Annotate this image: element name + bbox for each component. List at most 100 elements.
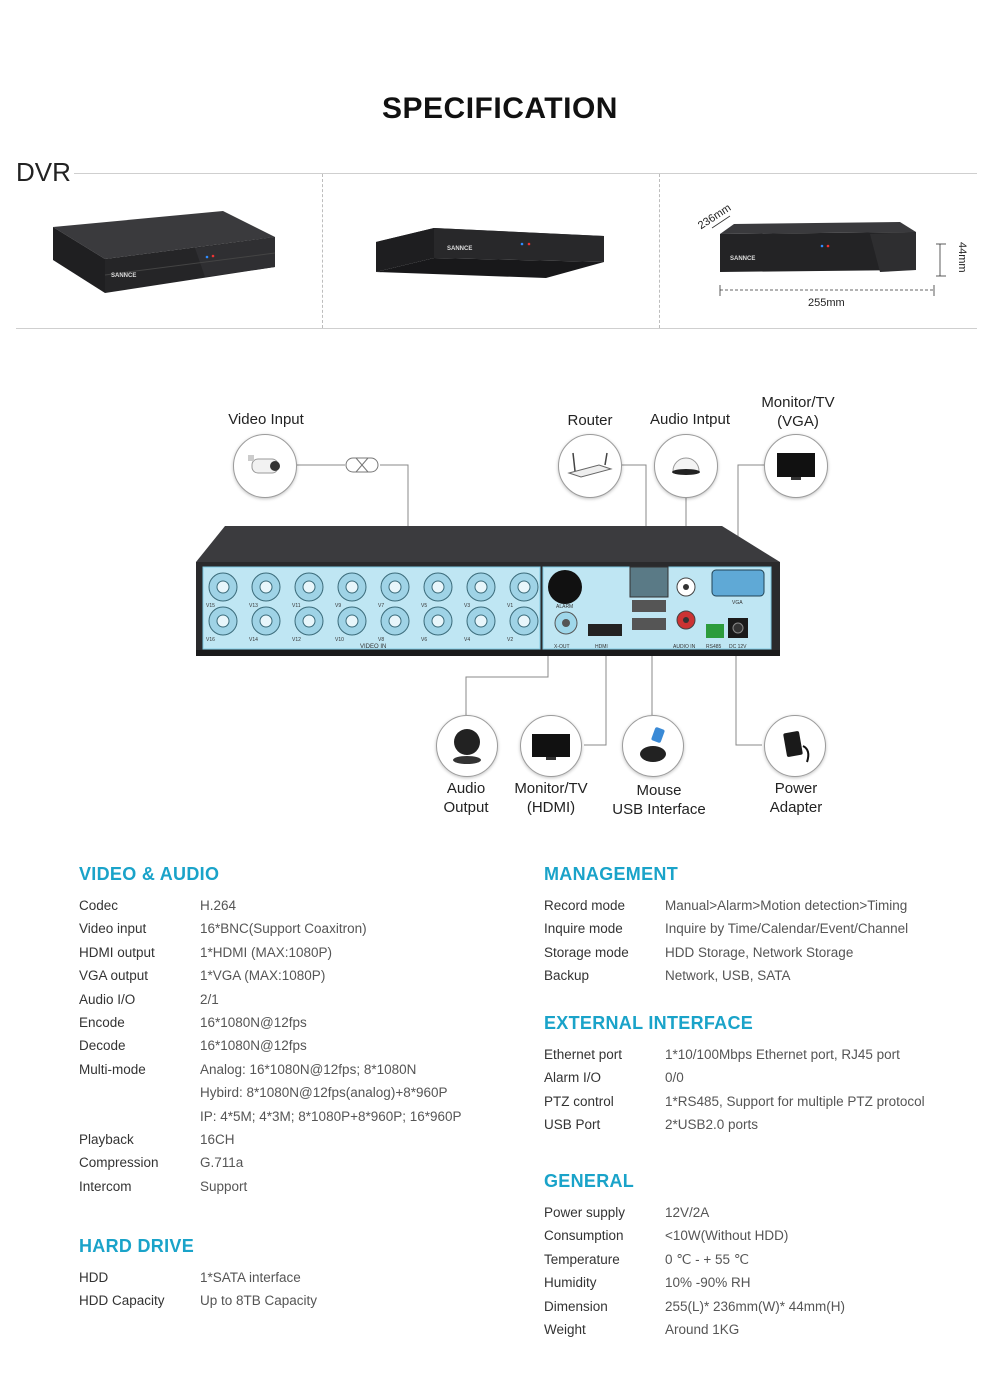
spec-key: Codec [79, 898, 119, 913]
spec-row: Consumption <10W(Without HDD) [544, 1224, 984, 1247]
spec-row: Intercom Support [79, 1175, 499, 1198]
external-interface-title: EXTERNAL INTERFACE [544, 1013, 754, 1033]
spec-value: Inquire by Time/Calendar/Event/Channel [665, 921, 909, 937]
spec-value: Up to 8TB Capacity [200, 1293, 318, 1309]
bnc-connector-core [216, 614, 230, 628]
video-input-node [233, 434, 297, 498]
bnc-label: V6 [421, 637, 427, 643]
spec-key: PTZ control [544, 1093, 614, 1109]
bnc-label: V13 [249, 603, 258, 609]
hdmi-port [588, 624, 622, 636]
rs485-label: RS485 [706, 644, 722, 650]
dvr-view-dimensions: SANNCE [711, 215, 946, 296]
spec-row: Record mode Manual>Alarm>Motion detection… [544, 894, 984, 917]
bnc-connector-core [345, 580, 359, 594]
bnc-label: V4 [464, 637, 470, 643]
spec-key: Humidity [544, 1275, 597, 1291]
spec-key: HDD [79, 1270, 109, 1285]
ethernet-port [629, 566, 669, 598]
bnc-label: V15 [206, 603, 215, 609]
management-title: MANAGEMENT [544, 864, 678, 884]
bnc-label: V9 [335, 603, 341, 609]
bnc-connector-core [474, 580, 488, 594]
spec-key: Multi-mode [79, 1061, 146, 1077]
cable-connector-icon [345, 457, 379, 473]
spec-key: Temperature [544, 1251, 620, 1267]
spec-value: HDD Storage, Network Storage [665, 944, 854, 960]
spec-value: 2*USB2.0 ports [665, 1117, 759, 1133]
spec-value: H.264 [200, 898, 237, 913]
spec-key: Consumption [544, 1228, 624, 1244]
spec-row: Hybird: 8*1080N@12fps(analog)+8*960P [79, 1081, 499, 1104]
hdmi-label: HDMI [595, 644, 608, 650]
bnc-connector-core [517, 614, 531, 628]
bnc-label: V11 [292, 603, 301, 609]
dc-label: DC 12V [729, 644, 747, 650]
mouse-node [622, 715, 684, 777]
spec-value: Network, USB, SATA [665, 968, 791, 984]
spec-row: IP: 4*5M; 4*3M; 8*1080P+8*960P; 16*960P [79, 1105, 499, 1128]
bnc-connector-core [216, 580, 230, 594]
power-label-1: Power [774, 780, 818, 797]
bnc-label: V5 [421, 603, 427, 609]
spec-key: Storage mode [544, 944, 629, 960]
monitor-hdmi-node [520, 715, 582, 777]
mouse-label-2: USB Interface [612, 801, 706, 818]
dvr-view-front-angle: SANNCE [53, 211, 276, 293]
bnc-label: V8 [378, 637, 384, 643]
spec-row: Encode 16*1080N@12fps [79, 1011, 499, 1034]
bnc-label: V14 [249, 637, 258, 643]
brand-label-3: SANNCE [730, 256, 755, 262]
video-in-label: VIDEO IN [360, 644, 386, 650]
spec-value: Manual>Alarm>Motion detection>Timing [665, 898, 908, 913]
bottom-divider [16, 328, 977, 329]
power-adapter-icon [783, 731, 810, 763]
monitor-hdmi-label-1: Monitor/TV [514, 780, 588, 797]
monitor-vga-node [764, 434, 828, 498]
usb-port-2 [632, 618, 666, 630]
divider-1 [322, 174, 323, 328]
spec-value: Analog: 16*1080N@12fps; 8*1080N [200, 1061, 417, 1077]
spec-key: Intercom [79, 1178, 132, 1194]
spec-value: 1*10/100Mbps Ethernet port, RJ45 port [665, 1047, 900, 1062]
monitor-icon [777, 453, 815, 480]
spec-key: Record mode [544, 898, 626, 913]
bnc-connector-core [345, 614, 359, 628]
spec-row: Codec H.264 [79, 894, 499, 917]
spec-value: 16*BNC(Support Coaxitron) [200, 921, 367, 937]
dim-height: 44mm [956, 242, 968, 273]
spec-key: USB Port [544, 1117, 601, 1133]
bnc-label: V2 [507, 637, 513, 643]
router-node [558, 434, 622, 498]
audio-input-label: Audio Intput [649, 411, 731, 428]
monitor-vga-label-1: Monitor/TV [761, 394, 835, 411]
monitor-hdmi-icon [532, 734, 570, 760]
spec-value: 12V/2A [665, 1205, 710, 1220]
spec-value: Support [200, 1178, 248, 1194]
spec-value: <10W(Without HDD) [665, 1228, 789, 1244]
alarm-port [548, 570, 582, 604]
spec-key: VGA output [79, 968, 149, 984]
xout-label: X-OUT [554, 644, 570, 650]
audio-output-label-1: Audio [446, 780, 486, 797]
spec-key: Alarm I/O [544, 1070, 602, 1086]
spec-value: 16*1080N@12fps [200, 1014, 307, 1030]
microphone-icon [672, 457, 700, 475]
power-adapter-node [764, 715, 826, 777]
management-table: Record mode Manual>Alarm>Motion detection… [544, 894, 984, 988]
brand-label: SANNCE [111, 273, 136, 279]
dvr-top-surface [196, 526, 780, 562]
spec-key: Encode [79, 1014, 125, 1030]
